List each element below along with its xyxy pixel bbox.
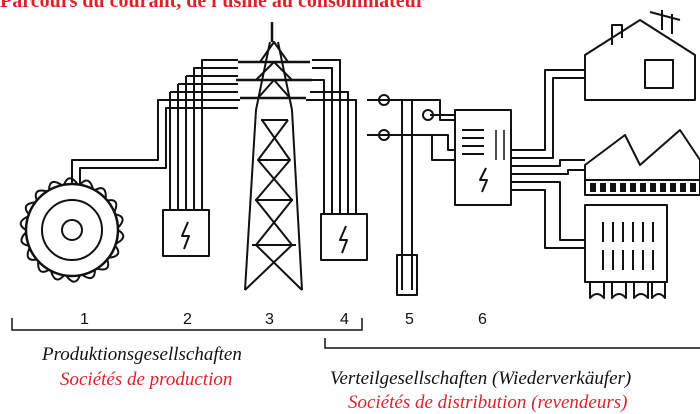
- house-icon: [584, 10, 696, 101]
- label-number-1: 1: [80, 311, 89, 328]
- label-number-4: 4: [340, 311, 349, 328]
- production-label-fr: Sociétés de production: [60, 369, 233, 390]
- utility-pole-icon: [378, 94, 434, 296]
- pylon-icon: [236, 22, 312, 291]
- transformer-icon: [320, 213, 368, 261]
- factory-icon: [584, 129, 700, 196]
- distribution-bracket: [324, 338, 700, 349]
- apartment-building-icon: [584, 204, 668, 299]
- turbine-icon: [19, 177, 125, 283]
- label-number-5: 5: [405, 311, 414, 328]
- distribution-cabinet-icon: [454, 109, 512, 206]
- production-label-de: Produktionsgesellschaften: [42, 344, 242, 365]
- distribution-label-de: Verteilgesellschaften (Wiederverkäufer): [330, 368, 632, 389]
- distribution-label-fr: Sociétés de distribution (revendeurs): [348, 392, 628, 413]
- label-number-2: 2: [183, 311, 192, 328]
- diagram-title: Parcours du courant, de l'usine au conso…: [0, 0, 425, 12]
- label-number-3: 3: [265, 311, 274, 328]
- transformer-icon: [162, 209, 210, 257]
- label-number-6: 6: [478, 311, 487, 328]
- production-bracket: [11, 318, 363, 331]
